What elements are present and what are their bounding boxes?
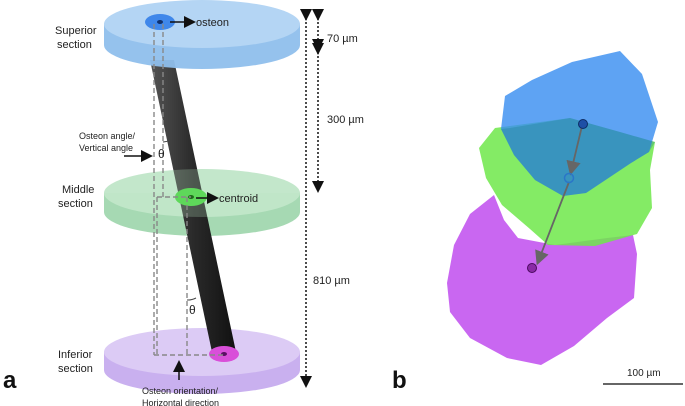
superior-section-disk	[104, 0, 300, 69]
osteon-angle-label: Osteon angle/ Vertical angle	[79, 131, 138, 153]
inferior-centroid-point	[527, 263, 537, 273]
panel-a-letter: a	[3, 367, 17, 394]
osteon-label: osteon	[196, 17, 229, 29]
middle-centroid-point	[563, 172, 575, 184]
superior-centroid-point	[578, 119, 588, 129]
dimension-810-label: 810 µm	[313, 275, 350, 287]
inferior-section-disk	[104, 328, 300, 394]
trajectory-arrow-2	[535, 181, 570, 266]
panel-b: 100 µm b	[392, 51, 683, 394]
inferior-cross-section	[447, 195, 637, 365]
panel-b-letter: b	[392, 367, 407, 394]
dimension-300-label: 300 µm	[327, 114, 364, 126]
centroid-label: centroid	[219, 193, 258, 205]
dashed-guides	[153, 24, 224, 356]
dimension-70-label: 70 µm	[327, 33, 358, 45]
osteon-orientation-label: Osteon orientation/ Horizontal direction	[142, 386, 221, 406]
superior-section-label: Superior section	[55, 25, 100, 51]
osteon-marker-bottom	[209, 346, 239, 362]
overlap-region	[501, 118, 655, 196]
inferior-section-label: Inferior section	[58, 349, 95, 375]
middle-section-label: Middle section	[58, 184, 97, 210]
osteon-rod	[150, 60, 236, 352]
osteon-marker-top	[145, 14, 175, 30]
theta-top-label: θ	[158, 147, 165, 161]
theta-arc-top	[162, 139, 171, 143]
dimension-lines	[300, 9, 324, 388]
trajectory-arrow-1	[566, 125, 583, 176]
theta-bottom-label: θ	[189, 303, 196, 317]
theta-arc-bottom	[186, 297, 197, 301]
scale-bar-label: 100 µm	[627, 368, 661, 379]
panel-a: Superior section Middle section Inferior…	[3, 0, 364, 406]
